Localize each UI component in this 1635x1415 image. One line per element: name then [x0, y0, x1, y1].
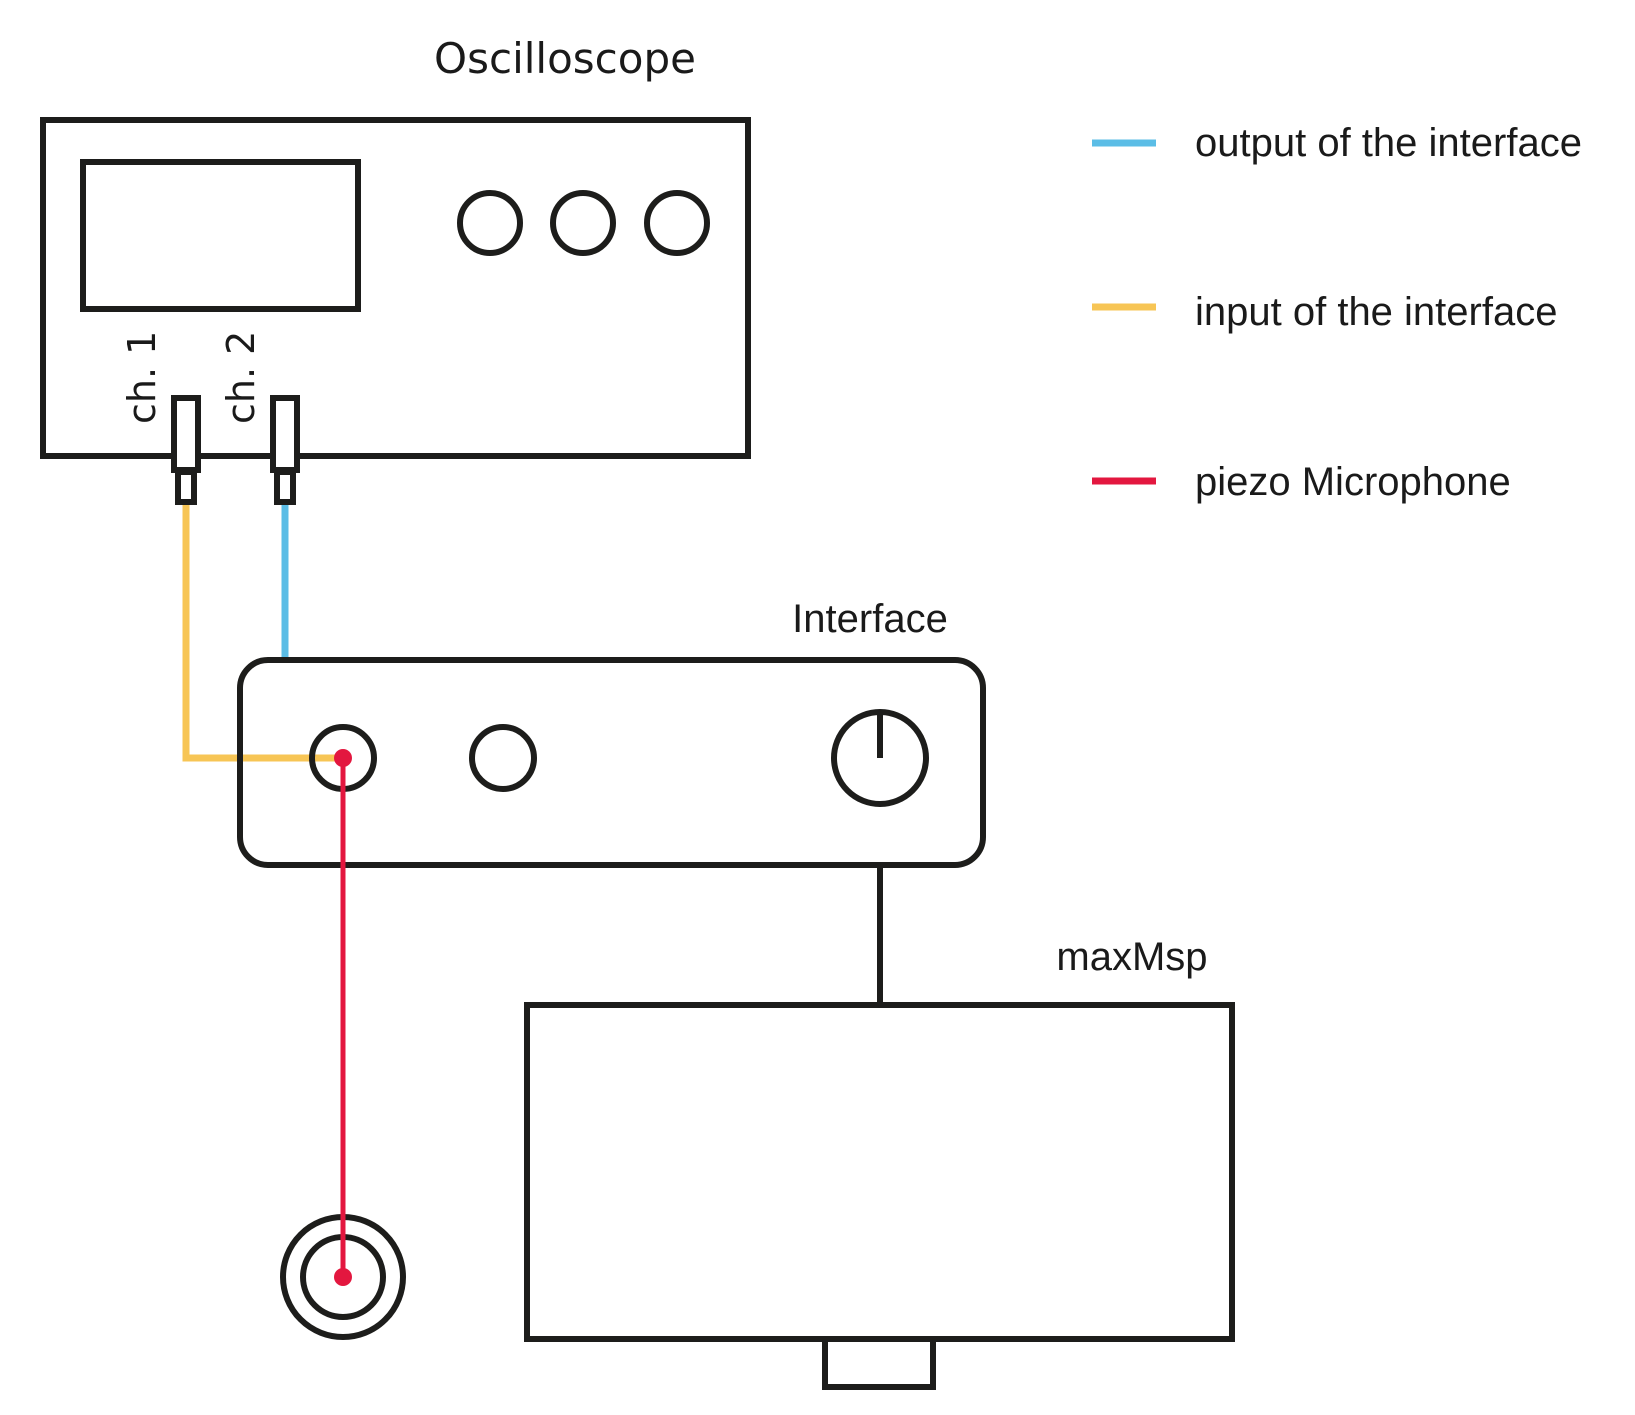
piezo-cable-end-interface [334, 749, 352, 767]
interface-body [237, 657, 986, 868]
interface-output-jack [469, 724, 537, 792]
maxmsp-stand [822, 1336, 936, 1390]
interface-title: Interface [792, 597, 948, 641]
channel-1-label: ch. 1 [120, 331, 164, 424]
oscilloscope-title: Oscilloscope [434, 34, 696, 83]
piezo-cable-end-mic [334, 1268, 352, 1286]
channel-1-connector [171, 395, 201, 505]
maxmsp-screen [524, 1002, 1235, 1342]
legend: output of the interface input of the int… [1092, 121, 1582, 504]
channel-2-label: ch. 2 [219, 331, 263, 424]
input-cable [182, 505, 343, 762]
oscilloscope-knob-2 [550, 190, 616, 256]
legend-label-output: output of the interface [1195, 121, 1582, 165]
legend-label-piezo: piezo Microphone [1195, 460, 1511, 504]
channel-2-connector [270, 395, 300, 505]
oscilloscope-knob-1 [457, 190, 523, 256]
oscilloscope-screen [80, 159, 361, 312]
oscilloscope-knob-3 [644, 190, 710, 256]
oscilloscope-body [40, 117, 751, 459]
maxmsp-title: maxMsp [1056, 935, 1207, 979]
legend-label-input: input of the interface [1195, 290, 1557, 334]
